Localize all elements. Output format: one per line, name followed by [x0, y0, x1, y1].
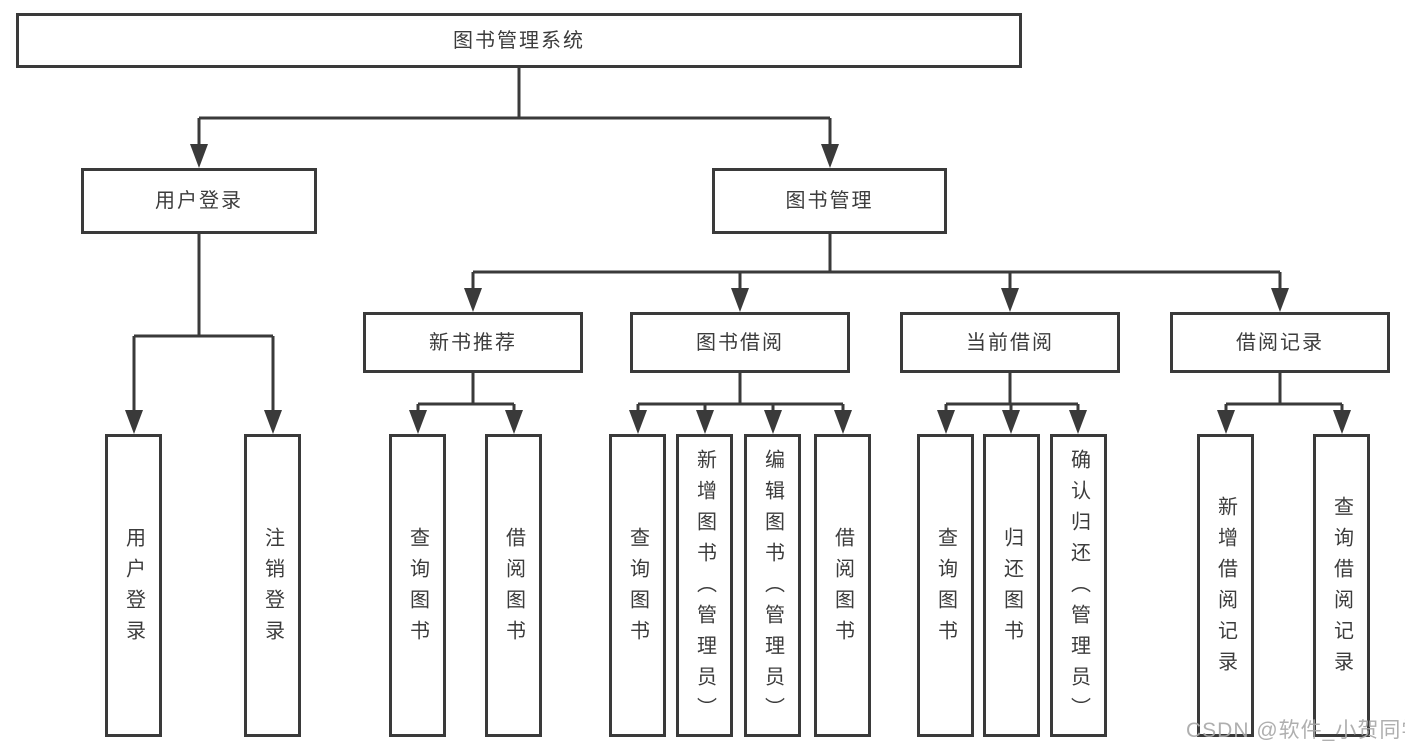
arrowhead-icons	[125, 144, 1351, 434]
leaf-add-borrow-record: 新增借阅记录	[1197, 434, 1254, 737]
leaf-edit-book-admin: 编辑图书（管理员）	[744, 434, 801, 737]
leaf-return-books: 归还图书	[983, 434, 1040, 737]
leaf-borrow-books-newbook: 借阅图书	[485, 434, 542, 737]
leaf-query-borrow-record: 查询借阅记录	[1313, 434, 1370, 737]
leaf-query-books-current: 查询图书	[917, 434, 974, 737]
node-new-book-recommend: 新书推荐	[363, 312, 583, 373]
leaf-query-books-newbook: 查询图书	[389, 434, 446, 737]
node-book-borrowing: 图书借阅	[630, 312, 850, 373]
csdn-watermark: CSDN @软件_小贺同学	[1186, 719, 1405, 742]
node-user-login: 用户登录	[81, 168, 317, 234]
node-book-management: 图书管理	[712, 168, 947, 234]
leaf-confirm-return-admin: 确认归还（管理员）	[1050, 434, 1107, 737]
leaf-borrow-books-borrow: 借阅图书	[814, 434, 871, 737]
node-current-borrowing: 当前借阅	[900, 312, 1120, 373]
node-library-management-system: 图书管理系统	[16, 13, 1022, 68]
leaf-logout: 注销登录	[244, 434, 301, 737]
leaf-query-books-borrow: 查询图书	[609, 434, 666, 737]
leaf-add-book-admin: 新增图书（管理员）	[676, 434, 733, 737]
node-borrowing-records: 借阅记录	[1170, 312, 1390, 373]
leaf-user-login: 用户登录	[105, 434, 162, 737]
